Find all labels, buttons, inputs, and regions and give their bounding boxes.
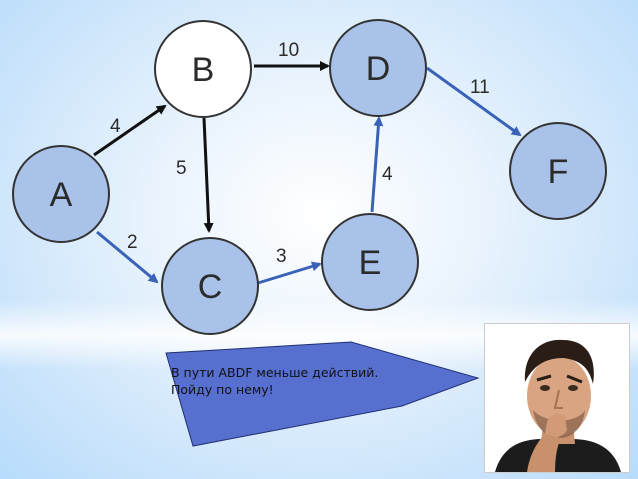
node-label-d: D [366,50,391,88]
edge-a-c: 2 [96,230,159,284]
node-a: A [12,145,110,243]
edge-d-f: 11 [426,66,522,137]
node-b: B [154,20,252,118]
node-label-b: B [192,51,215,89]
edge-c-e: 3 [257,246,322,285]
node-c: C [161,237,259,335]
speech-line-2: Пойду по нему! [171,382,274,397]
edge-a-b: 4 [93,104,167,157]
edge-b-d: 10 [254,40,330,71]
node-f: F [509,122,607,220]
node-label-c: C [198,268,223,306]
edge-weight-c-e: 3 [276,246,287,267]
node-label-a: A [50,176,73,214]
node-label-f: F [548,153,569,191]
edge-b-c: 5 [176,117,214,233]
edge-weight-d-f: 11 [470,77,490,98]
node-e: E [321,213,419,311]
edge-weight-e-d: 4 [382,164,393,185]
node-label-e: E [359,244,382,282]
thinking-man-photo [484,323,630,473]
edge-weight-a-b: 4 [110,116,121,137]
edge-weight-a-c: 2 [127,232,138,253]
edge-e-d: 4 [370,116,393,213]
speech-bubble-text: В пути ABDF меньше действий. Пойду по не… [171,364,431,398]
speech-line-1: В пути ABDF меньше действий. [171,365,379,380]
edge-weight-b-d: 10 [278,40,299,61]
node-d: D [329,19,427,117]
edge-weight-b-c: 5 [176,158,187,179]
